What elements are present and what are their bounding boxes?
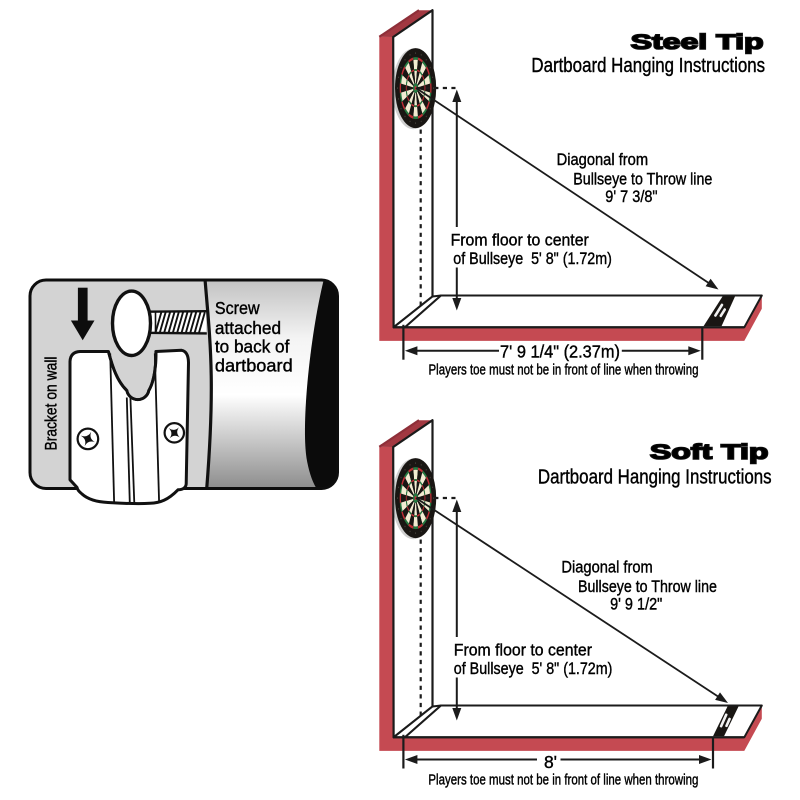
svg-text:Bracket on wall: Bracket on wall <box>43 357 61 451</box>
svg-text:dartboard: dartboard <box>215 356 293 376</box>
svg-text:Dartboard Hanging Instructions: Dartboard Hanging Instructions <box>538 466 772 488</box>
svg-text:of Bullseye 5' 8" (1.72m): of Bullseye 5' 8" (1.72m) <box>453 249 612 268</box>
svg-text:From floor to center: From floor to center <box>454 641 593 660</box>
svg-text:From floor to center: From floor to center <box>451 231 590 250</box>
svg-text:Bullseye to Throw line: Bullseye to Throw line <box>578 577 717 596</box>
svg-text:of Bullseye 5' 8" (1.72m): of Bullseye 5' 8" (1.72m) <box>454 659 613 678</box>
svg-text:Screw: Screw <box>215 298 260 318</box>
svg-text:attached: attached <box>215 318 281 338</box>
svg-text:Steel Tip: Steel Tip <box>631 30 764 54</box>
svg-text:7' 9 1/4" (2.37m): 7' 9 1/4" (2.37m) <box>500 342 620 362</box>
svg-text:9' 9 1/2": 9' 9 1/2" <box>610 594 662 613</box>
svg-text:Bullseye to Throw line: Bullseye to Throw line <box>573 170 712 189</box>
svg-text:Players toe must not be in fro: Players toe must not be in front of line… <box>428 772 698 788</box>
svg-text:9' 7 3/8": 9' 7 3/8" <box>605 187 657 206</box>
svg-text:to back of: to back of <box>215 337 290 357</box>
svg-text:Soft Tip: Soft Tip <box>650 440 769 464</box>
svg-text:8': 8' <box>544 752 557 772</box>
svg-text:Diagonal from: Diagonal from <box>557 150 649 169</box>
svg-text:Players toe must not be in fro: Players toe must not be in front of line… <box>429 363 699 379</box>
svg-text:Diagonal from: Diagonal from <box>561 558 652 577</box>
svg-text:Dartboard Hanging Instructions: Dartboard Hanging Instructions <box>531 55 765 77</box>
